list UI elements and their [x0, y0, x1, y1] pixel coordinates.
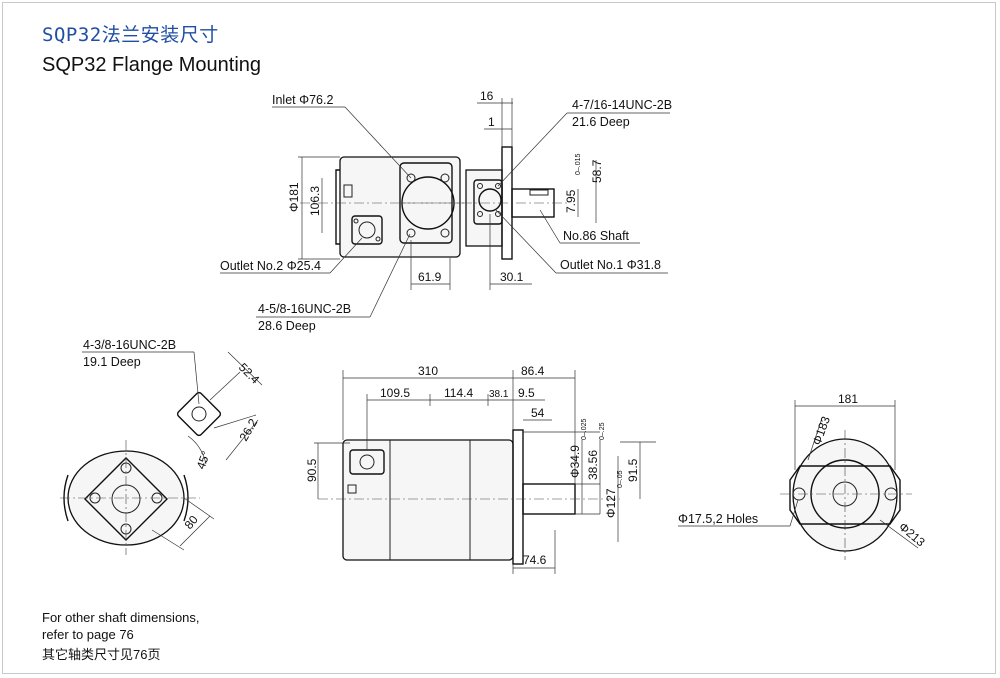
dim-7-95-tol: 0–.015 — [575, 153, 582, 175]
dim-114-4: 114.4 — [444, 386, 473, 400]
shaft-key — [529, 189, 549, 196]
dim-34-9: Φ34.9 — [568, 445, 582, 478]
outlet1-port — [478, 188, 502, 212]
dim-1: 1 — [488, 115, 495, 129]
top-cover — [465, 169, 503, 247]
dim-80: 80 — [182, 512, 202, 531]
label-bottom-deep: 28.6 Deep — [258, 319, 316, 333]
label-left-deep: 19.1 Deep — [83, 355, 141, 369]
outlet1-bolt — [495, 211, 501, 217]
dim-54: 54 — [531, 406, 545, 420]
side-pump-body — [342, 439, 514, 561]
dim-7-95: 7.95 — [564, 189, 578, 213]
inlet-bolt-2 — [440, 173, 450, 183]
dim-127: Φ127 — [604, 488, 618, 518]
label-shaft: No.86 Shaft — [563, 229, 630, 243]
dim-38-56: 38.56 — [586, 450, 600, 480]
title-english: SQP32 Flange Mounting — [42, 54, 262, 76]
side-port — [359, 454, 375, 470]
outlet2-flange — [351, 215, 383, 245]
outlet1-bolt — [477, 211, 483, 217]
dim-213: Φ213 — [896, 520, 928, 550]
dim-61-9: 61.9 — [418, 270, 442, 284]
inlet-bolt-1 — [406, 173, 416, 183]
dim-91-5: 91.5 — [626, 458, 640, 482]
dim-127-tol: 0–.05 — [617, 470, 624, 488]
dim-58-7: 58.7 — [590, 159, 604, 183]
label-outlet1: Outlet No.1 Φ31.8 — [560, 258, 661, 272]
left-detail-flange — [176, 391, 222, 437]
dim-9-5: 9.5 — [518, 386, 535, 400]
title-chinese: SQP32法兰安装尺寸 — [42, 24, 219, 46]
dim-106-3: 106.3 — [308, 186, 322, 216]
side-mounting-flange — [512, 429, 524, 565]
inlet-bolt-4 — [440, 228, 450, 238]
dim-38-56-tol: 0–.25 — [599, 422, 606, 440]
dim-310: 310 — [418, 364, 438, 378]
dim-45-deg: 45° — [194, 449, 213, 471]
outlet1-bolt — [477, 183, 483, 189]
top-body-lip — [335, 169, 340, 245]
dim-109-5: 109.5 — [380, 386, 410, 400]
left-end-diamond-flange — [83, 456, 169, 542]
outlet1-bolt — [495, 183, 501, 189]
label-holes: Φ17.5,2 Holes — [678, 512, 758, 526]
outlet2-bolt — [375, 236, 381, 242]
label-bottom-thread: 4-5/8-16UNC-2B — [258, 302, 351, 316]
dim-181: Φ181 — [287, 182, 301, 212]
dim-86-4: 86.4 — [521, 364, 545, 378]
outlet2-bolt — [353, 218, 359, 224]
dim-30-1: 30.1 — [500, 270, 524, 284]
note-line-1: For other shaft dimensions, — [42, 610, 200, 625]
label-top-thread: 4-7/16-14UNC-2B — [572, 98, 672, 112]
left-view: 52.4 26.2 45° 80 4-3/8-16UNC-2B 19.1 Dee… — [60, 338, 263, 555]
note-line-3: 其它轴类尺寸见76页 — [42, 647, 161, 662]
dim-16: 16 — [480, 89, 494, 103]
dim-right-181: 181 — [838, 392, 858, 406]
label-inlet: Inlet Φ76.2 — [272, 93, 333, 107]
dim-52-4: 52.4 — [236, 360, 263, 387]
top-view: Φ181 106.3 16 1 7.95 0–.015 58.7 61.9 30… — [220, 89, 672, 333]
dim-74-6: 74.6 — [523, 553, 547, 567]
note-line-2: refer to page 76 — [42, 627, 134, 642]
right-view: 181 Φ183 Φ17.5,2 Holes Φ213 — [678, 392, 928, 560]
label-left-thread: 4-3/8-16UNC-2B — [83, 338, 176, 352]
left-detail-port — [191, 406, 207, 422]
side-view: 310 86.4 109.5 114.4 38.1 9.5 54 90.5 Φ3… — [305, 364, 656, 574]
dim-34-9-tol: 0–.025 — [581, 418, 588, 440]
outlet2-port — [358, 221, 376, 239]
label-top-deep: 21.6 Deep — [572, 115, 630, 129]
top-side-boss — [343, 184, 353, 198]
label-outlet2: Outlet No.2 Φ25.4 — [220, 259, 321, 273]
dim-38-1: 38.1 — [489, 389, 509, 400]
inlet-bolt-3 — [406, 228, 416, 238]
dim-90-5: 90.5 — [305, 458, 319, 482]
